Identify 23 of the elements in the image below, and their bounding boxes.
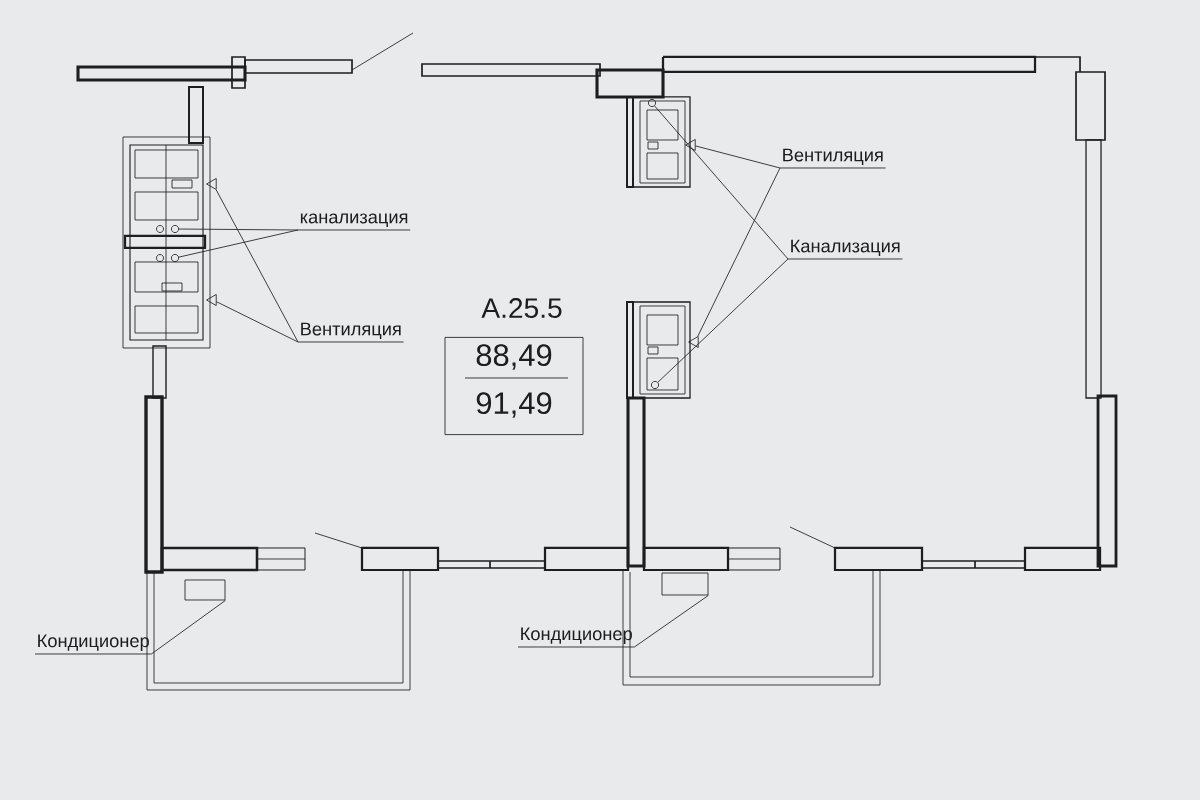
apartment-number: А.25.5 bbox=[481, 298, 562, 318]
leader-label: Кондиционер bbox=[34, 634, 152, 655]
leader-line bbox=[178, 228, 299, 231]
area-value: 88,49 bbox=[476, 344, 552, 370]
air-conditioner-box bbox=[184, 579, 226, 601]
leader-label: канализация bbox=[297, 213, 411, 231]
vent-triangle bbox=[206, 178, 217, 190]
leader-line bbox=[178, 229, 299, 258]
leader-line bbox=[634, 595, 709, 648]
leader-label: Вентиляция bbox=[779, 148, 886, 169]
air-conditioner-box bbox=[661, 572, 709, 596]
leader-line bbox=[151, 600, 226, 655]
vent-triangle bbox=[206, 294, 217, 306]
leader-line bbox=[216, 301, 299, 343]
vent-triangle bbox=[688, 336, 699, 348]
leader-line bbox=[695, 145, 781, 169]
vent-triangle bbox=[685, 139, 696, 151]
leader-line bbox=[215, 189, 299, 343]
leader-label: Вентиляция bbox=[297, 322, 404, 343]
leader-line bbox=[697, 167, 781, 337]
area-value: 91,49 bbox=[476, 392, 552, 418]
leader-label: Кондиционер bbox=[517, 627, 635, 648]
leader-label: Канализация bbox=[787, 239, 903, 260]
